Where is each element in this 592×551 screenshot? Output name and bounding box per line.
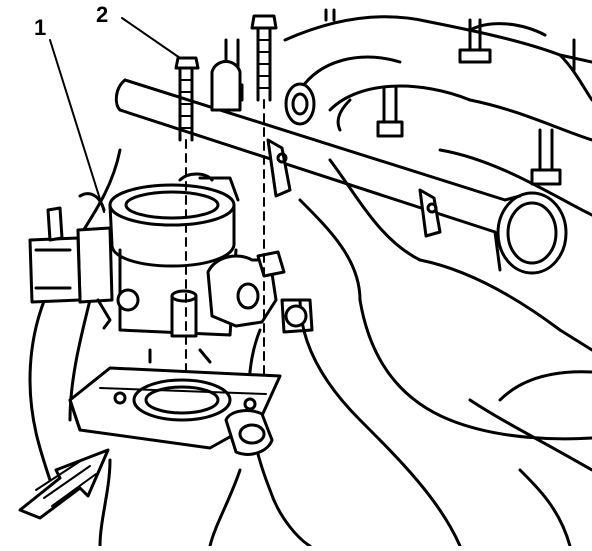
fuel-rail-coupler bbox=[210, 60, 316, 126]
callout-label-2: 2 bbox=[96, 2, 109, 27]
fuel-rail bbox=[114, 78, 568, 275]
throttle-body-gasket bbox=[68, 366, 282, 456]
front-direction-arrow-icon bbox=[18, 448, 110, 520]
callout-label-1: 1 bbox=[34, 15, 47, 40]
throttle-body bbox=[28, 172, 314, 364]
throttle-body-bolts bbox=[174, 14, 278, 411]
leader-1 bbox=[49, 39, 105, 213]
leader-2 bbox=[121, 17, 181, 59]
callout-leaders bbox=[49, 17, 181, 213]
